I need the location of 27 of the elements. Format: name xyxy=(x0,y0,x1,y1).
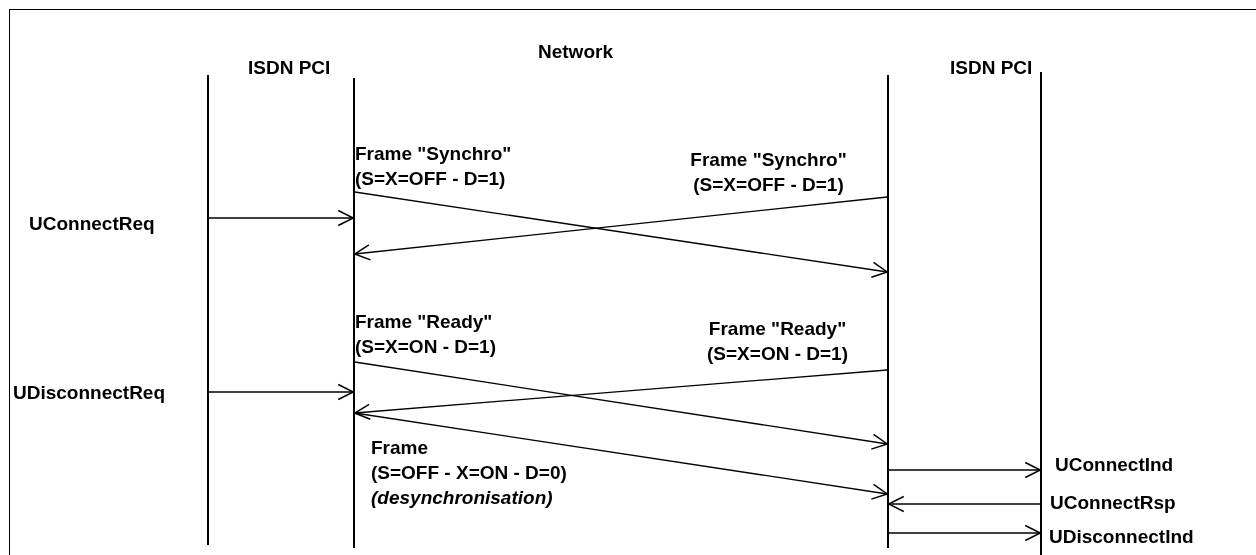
message-arrow xyxy=(354,196,888,261)
message-arrow xyxy=(888,524,1041,542)
primitive-label: UDisconnectInd xyxy=(1049,525,1194,549)
message-arrow xyxy=(888,461,1041,479)
message-arrow xyxy=(888,495,1041,513)
edge-label: Frame "Ready" (S=X=ON - D=1) xyxy=(706,317,849,366)
lifeline xyxy=(1040,72,1042,555)
column-heading: ISDN PCI xyxy=(950,56,1033,80)
message-arrow xyxy=(208,209,354,227)
edge-label: Frame (S=OFF - X=ON - D=0) (desynchronisation) xyxy=(371,436,568,510)
column-heading: Network xyxy=(538,40,613,64)
message-arrow xyxy=(354,191,888,278)
primitive-label: UDisconnectReq xyxy=(13,381,166,405)
message-arrow xyxy=(354,412,888,500)
lifeline xyxy=(353,78,355,548)
column-heading: ISDN PCI xyxy=(248,56,331,80)
lifeline xyxy=(207,75,209,545)
edge-label: Frame "Synchro" (S=X=OFF - D=1) xyxy=(355,142,513,191)
message-arrow xyxy=(208,383,354,401)
lifeline xyxy=(887,75,889,548)
primitive-label: UConnectInd xyxy=(1055,453,1174,477)
message-arrow xyxy=(354,361,888,450)
primitive-label: UConnectRsp xyxy=(1050,491,1176,515)
edge-label: Frame "Ready" (S=X=ON - D=1) xyxy=(355,310,497,359)
message-arrow xyxy=(354,369,888,420)
edge-label: Frame "Synchro" (S=X=OFF - D=1) xyxy=(689,148,848,197)
primitive-label: UConnectReq xyxy=(29,212,155,236)
